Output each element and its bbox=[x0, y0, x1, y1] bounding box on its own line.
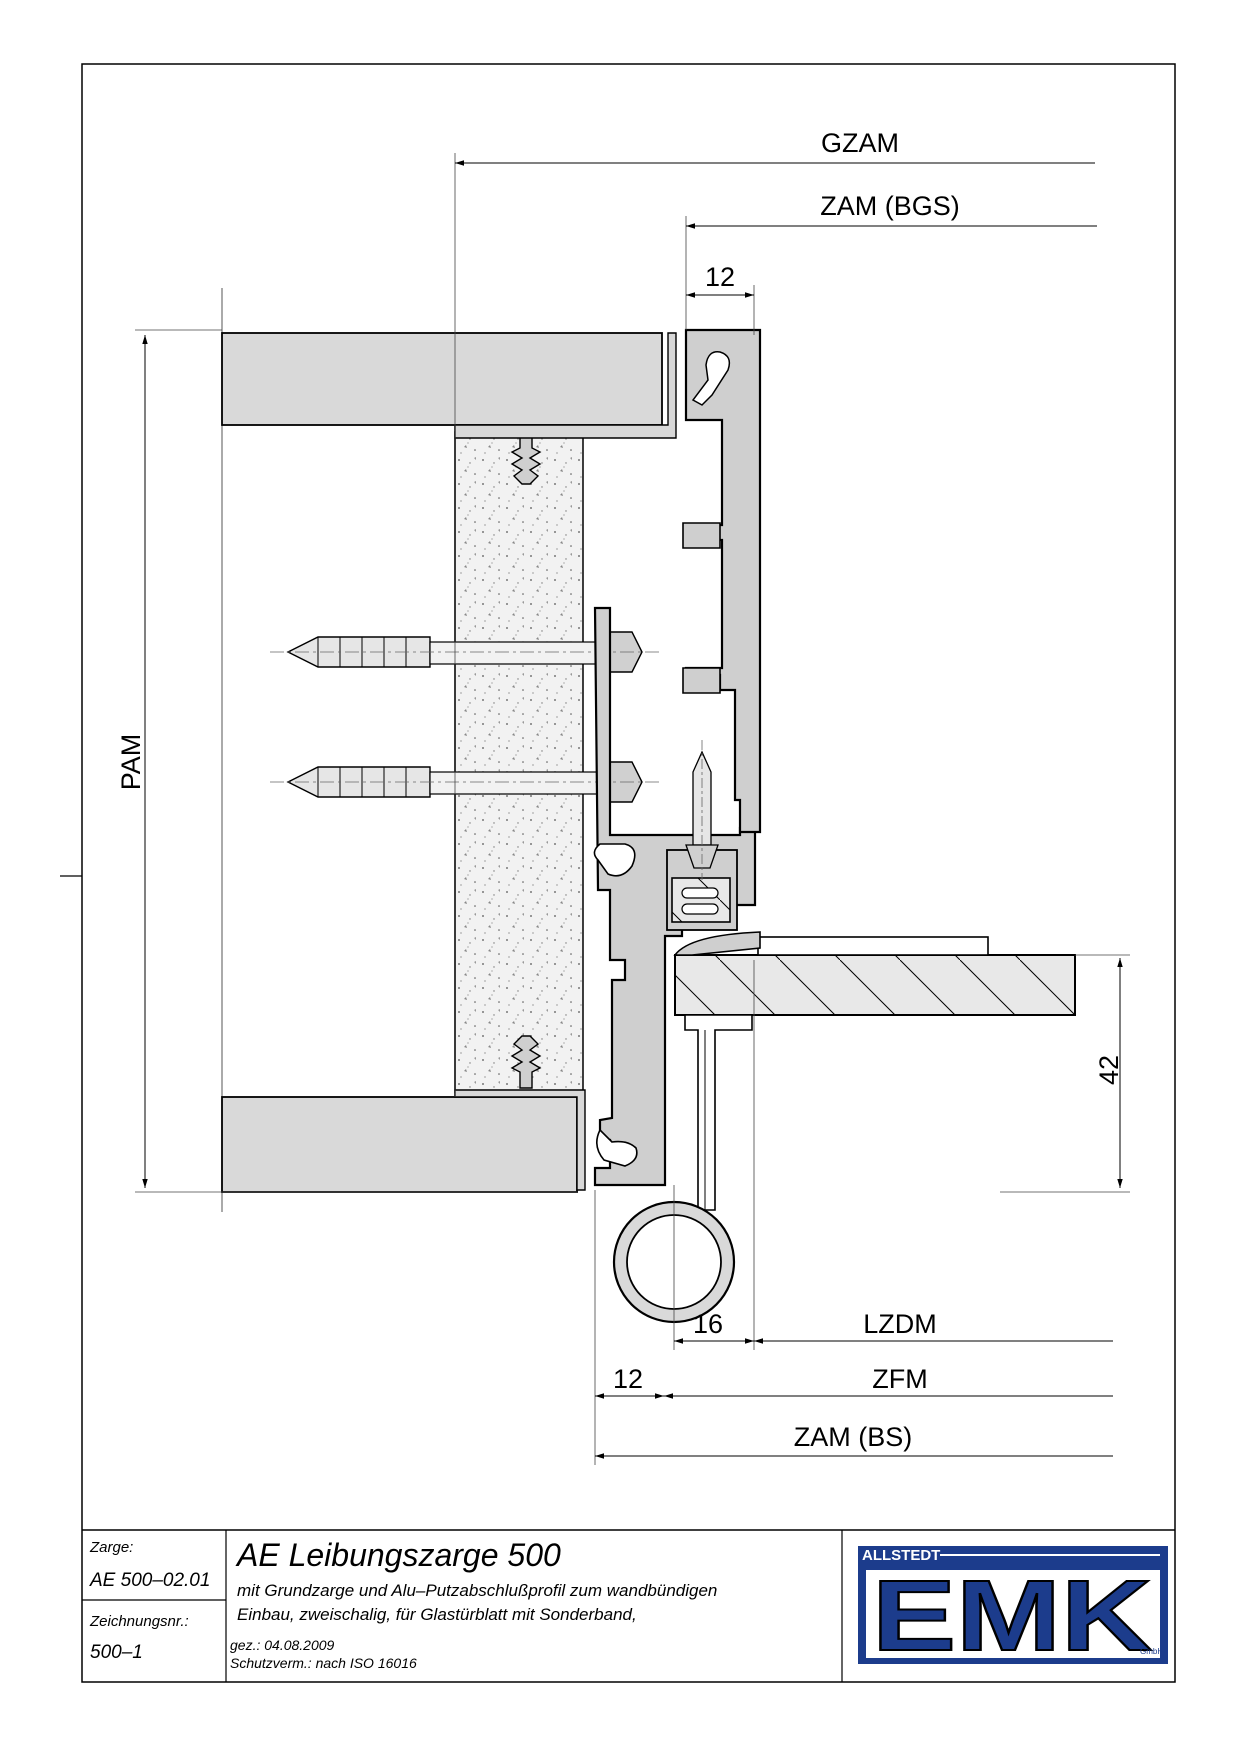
dim-12-bottom: 12 bbox=[613, 1364, 643, 1394]
screw-upper bbox=[270, 631, 660, 673]
zarge-label: Zarge: bbox=[89, 1539, 133, 1556]
dim-pam: PAM bbox=[116, 734, 146, 791]
logo-suffix: GmbH bbox=[1140, 1647, 1163, 1656]
lower-wall-slab bbox=[221, 1096, 578, 1193]
anchor-top bbox=[510, 431, 542, 485]
seal-gasket bbox=[671, 877, 731, 923]
dim-12-top: 12 bbox=[705, 262, 735, 292]
door-leaf-lip bbox=[673, 931, 761, 956]
mortar-fill bbox=[454, 431, 584, 1093]
title-block: Zarge: AE 500–02.01 Zeichnungsnr.: 500–1… bbox=[82, 1529, 1175, 1682]
screw-lower bbox=[270, 761, 660, 803]
logo-letters: EMK bbox=[872, 1560, 1152, 1672]
zeichnungsnr-value: 500–1 bbox=[90, 1642, 143, 1663]
drawing-title: AE Leibungszarge 500 bbox=[235, 1537, 561, 1573]
main-aluminum-profile bbox=[684, 328, 762, 834]
seal-gasket-core-top bbox=[681, 887, 719, 899]
dim-gzam: GZAM bbox=[821, 128, 899, 158]
seal-gasket-core-bottom bbox=[681, 903, 719, 915]
dim-zfm: ZFM bbox=[872, 1364, 927, 1394]
dim-zam-bgs: ZAM (BGS) bbox=[820, 191, 960, 221]
dim-42: 42 bbox=[1094, 1055, 1124, 1085]
profile-notch-lower bbox=[682, 667, 721, 694]
anchor-bottom bbox=[510, 1035, 542, 1089]
dim-zam-bs: ZAM (BS) bbox=[794, 1422, 913, 1452]
protection-note: Schutzverm.: nach ISO 16016 bbox=[230, 1655, 417, 1671]
company-logo: ALLSTEDT EMK GmbH bbox=[858, 1546, 1168, 1673]
description-line-2: Einbau, zweischalig, für Glastürblatt mi… bbox=[237, 1605, 637, 1624]
description-line-1: mit Grundzarge und Alu–Putzabschlußprofi… bbox=[237, 1581, 717, 1600]
sheet-border bbox=[81, 63, 1176, 1683]
profile-groove-top bbox=[691, 351, 731, 406]
door-leaf bbox=[674, 954, 1076, 1016]
dimensions: GZAM ZAM (BGS) 12 PAM 42 16 LZDM 12 ZFM bbox=[116, 128, 1130, 1465]
logo-top-text: ALLSTEDT bbox=[862, 1547, 940, 1564]
section-drawing bbox=[221, 288, 1076, 1332]
dim-lzdm: LZDM bbox=[863, 1309, 937, 1339]
drawn-date: gez.: 04.08.2009 bbox=[230, 1637, 335, 1653]
hinge-bracket bbox=[684, 1014, 753, 1211]
base-frame-clip-upper bbox=[593, 843, 636, 877]
zarge-value: AE 500–02.01 bbox=[89, 1570, 210, 1591]
dim-16: 16 bbox=[693, 1309, 723, 1339]
door-leaf-edge-strip bbox=[757, 936, 989, 956]
upper-wall-slab bbox=[221, 332, 663, 426]
base-frame-clip-lower bbox=[596, 1128, 638, 1167]
profile-notch-upper bbox=[682, 522, 721, 549]
zeichnungsnr-label: Zeichnungsnr.: bbox=[89, 1613, 189, 1630]
